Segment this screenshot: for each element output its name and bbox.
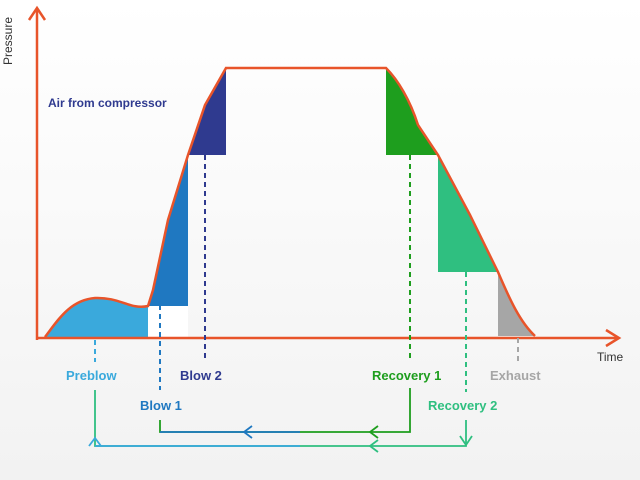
- recovery1-to-blow1-flow: [159, 388, 411, 439]
- blow1-white-gap: [148, 306, 188, 337]
- exhaust-region: [498, 272, 535, 336]
- recovery2-label: Recovery 2: [428, 398, 498, 413]
- blow1-label: Blow 1: [140, 398, 182, 413]
- pressure-curve: [44, 66, 536, 338]
- recovery2-to-preblow-flow: [88, 390, 473, 453]
- blow2-region: [188, 68, 226, 155]
- y-axis-label: Pressure: [1, 16, 16, 66]
- blow2-label: Blow 2: [180, 368, 222, 383]
- y-axis: [27, 5, 47, 340]
- preblow-label: Preblow: [66, 368, 117, 383]
- x-axis-label: Time: [597, 350, 624, 364]
- recovery1-label: Recovery 1: [372, 368, 442, 383]
- x-axis: [36, 328, 622, 348]
- exhaust-label: Exhaust: [490, 368, 541, 383]
- blow1-region: [148, 155, 188, 337]
- air-from-compressor-annotation: Air from compressor: [48, 96, 167, 110]
